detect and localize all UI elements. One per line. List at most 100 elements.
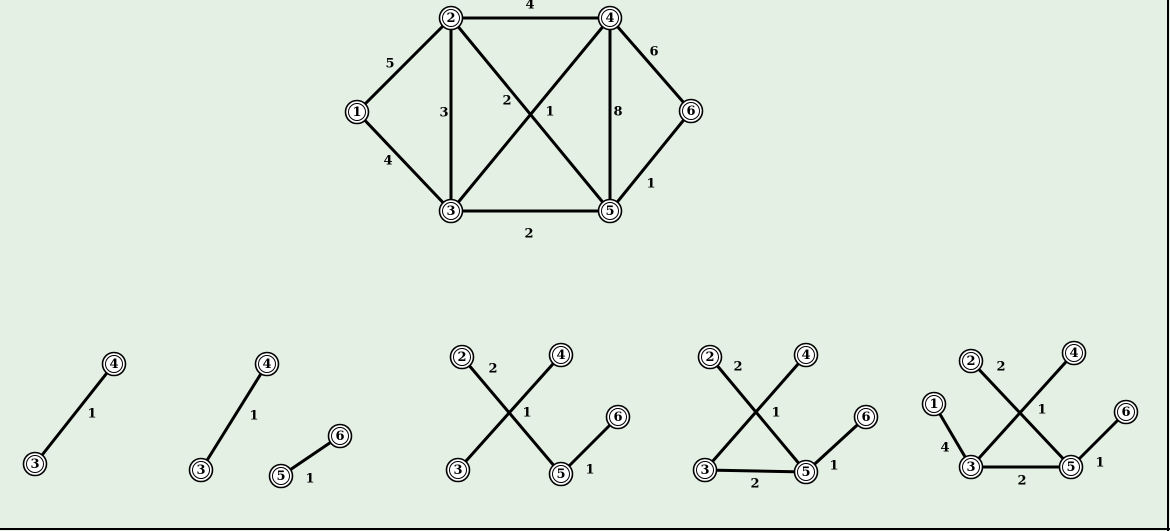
main-graph-node-3: 3	[438, 198, 464, 224]
main-graph-weight-2-4: 4	[525, 0, 534, 13]
step-3-graph-node-5: 5	[548, 461, 574, 487]
step-4-graph-node-label-6: 6	[861, 410, 870, 425]
step-1-graph-node-label-4: 4	[109, 357, 118, 372]
main-graph-weight-4-6: 6	[649, 45, 658, 60]
step-2-graph-node-4: 4	[254, 351, 280, 377]
step-2-graph-node-label-5: 5	[276, 469, 285, 484]
step-3-graph-weight-2-5: 2	[488, 362, 497, 377]
step-4-graph-edge-5-6	[804, 415, 868, 474]
main-graph-weight-2-5: 2	[502, 94, 511, 109]
step-2-graph-node-label-6: 6	[335, 429, 344, 444]
step-5-graph-edge-3-4	[969, 351, 1076, 469]
step-4-graph-node-3: 3	[692, 457, 718, 483]
step-5-graph-node-label-6: 6	[1121, 405, 1130, 420]
main-graph-weight-2-3: 3	[439, 106, 448, 121]
step-2-graph-node-3: 3	[188, 457, 214, 483]
main-graph-edge-1-2	[355, 16, 453, 114]
step-4-graph-weight-2-5: 2	[733, 360, 742, 375]
step-3-graph-weight-5-6: 1	[585, 463, 594, 478]
main-graph-edge-5-6	[608, 109, 693, 213]
step-5-graph-node-6: 6	[1113, 399, 1139, 425]
main-graph-node-5: 5	[597, 198, 623, 224]
step-2-graph-weight-3-4: 1	[249, 409, 258, 424]
step-5-graph-edge-5-6	[1069, 410, 1128, 469]
graphs-layer: 5434212861123456134113456211234562121234…	[22, 0, 1139, 492]
step-4-graph-node-5: 5	[793, 459, 819, 485]
step-4-graph-edge-3-5	[703, 468, 808, 474]
step-1-graph-node-3: 3	[22, 451, 48, 477]
main-graph-node-label-3: 3	[446, 204, 455, 219]
step-4-graph-edge-3-4	[703, 353, 808, 472]
step-5-graph-weight-5-6: 1	[1095, 456, 1104, 471]
step-4-graph-node-label-3: 3	[700, 463, 709, 478]
main-graph-weight-3-4: 1	[545, 105, 554, 120]
main-graph-node-label-2: 2	[446, 11, 455, 26]
step-1-graph-weight-3-4: 1	[87, 407, 96, 422]
step-5-graph: 4 2 1 2 1 1 2 3 4 5 6	[921, 340, 1139, 489]
step-5-graph-weight-1-3: 4	[940, 441, 949, 456]
step-2-graph-node-5: 5	[268, 463, 294, 489]
step-4-graph-weight-3-5: 2	[750, 477, 759, 492]
step-2-graph-weight-5-6: 1	[305, 472, 314, 487]
main-graph-edge-3-4	[449, 16, 612, 213]
step-1-graph: 1 3 4	[22, 351, 127, 477]
step-3-graph-edge-3-4	[456, 353, 563, 472]
main-graph-node-2: 2	[438, 5, 464, 31]
step-4-graph-edge-2-5	[708, 355, 808, 474]
step-1-graph-node-label-3: 3	[30, 457, 39, 472]
step-3-graph-edge-2-5	[460, 355, 563, 476]
step-2-graph-edge-3-4	[199, 362, 269, 472]
step-5-graph-node-4: 4	[1061, 340, 1087, 366]
step-3-graph: 2 1 1 2 3 4 5 6	[445, 342, 631, 487]
step-4-graph-node-label-4: 4	[801, 348, 810, 363]
main-graph-edge-4-6	[608, 16, 693, 113]
step-3-graph-node-3: 3	[445, 457, 471, 483]
step-4-graph-weight-5-6: 1	[829, 459, 838, 474]
step-5-graph-node-label-2: 2	[966, 354, 975, 369]
step-2-graph: 1 1 3 4 5 6	[188, 351, 353, 489]
step-3-graph-node-2: 2	[449, 344, 475, 370]
step-5-graph-weight-3-4: 1	[1037, 403, 1046, 418]
main-graph-weight-4-5: 8	[613, 105, 622, 120]
main-graph-weight-5-6: 1	[646, 177, 655, 192]
step-4-graph-node-4: 4	[793, 342, 819, 368]
main-graph-node-label-1: 1	[352, 105, 361, 120]
step-5-graph-weight-3-5: 2	[1017, 474, 1026, 489]
step-5-graph-node-2: 2	[958, 348, 984, 374]
step-3-graph-weight-3-4: 1	[522, 406, 531, 421]
step-5-graph-node-1: 1	[921, 391, 947, 417]
step-5-graph-node-3: 3	[958, 454, 984, 480]
step-5-graph-edge-2-5	[969, 359, 1073, 469]
step-3-graph-node-6: 6	[605, 404, 631, 430]
main-graph-weight-1-3: 4	[383, 154, 392, 169]
step-1-graph-edge-3-4	[33, 362, 116, 466]
step-5-graph-node-label-5: 5	[1066, 460, 1075, 475]
step-3-graph-edge-5-6	[559, 415, 620, 476]
step-4-graph-node-label-5: 5	[801, 465, 810, 480]
step-3-graph-node-4: 4	[548, 342, 574, 368]
step-1-graph-node-4: 4	[101, 351, 127, 377]
step-3-graph-node-label-6: 6	[613, 410, 622, 425]
step-5-graph-node-5: 5	[1058, 454, 1084, 480]
step-5-graph-weight-2-5: 2	[996, 360, 1005, 375]
step-3-graph-node-label-3: 3	[453, 463, 462, 478]
step-4-graph: 2 1 2 1 2 3 4 5 6	[692, 342, 879, 492]
main-graph-node-label-5: 5	[605, 204, 614, 219]
step-3-graph-node-label-2: 2	[457, 350, 466, 365]
main-graph-weight-1-2: 5	[385, 57, 394, 72]
step-4-graph-weight-3-4: 1	[771, 406, 780, 421]
main-graph-node-1: 1	[344, 99, 370, 125]
main-graph-node-6: 6	[678, 98, 704, 124]
step-2-graph-node-label-3: 3	[196, 463, 205, 478]
main-graph-node-label-6: 6	[686, 104, 695, 119]
main-graph-edge-1-3	[355, 110, 453, 213]
step-2-graph-node-label-4: 4	[262, 357, 271, 372]
step-5-graph-node-label-4: 4	[1069, 346, 1078, 361]
step-4-graph-node-label-2: 2	[705, 350, 714, 365]
step-5-graph-node-label-3: 3	[966, 460, 975, 475]
main-graph-node-label-4: 4	[605, 11, 614, 26]
